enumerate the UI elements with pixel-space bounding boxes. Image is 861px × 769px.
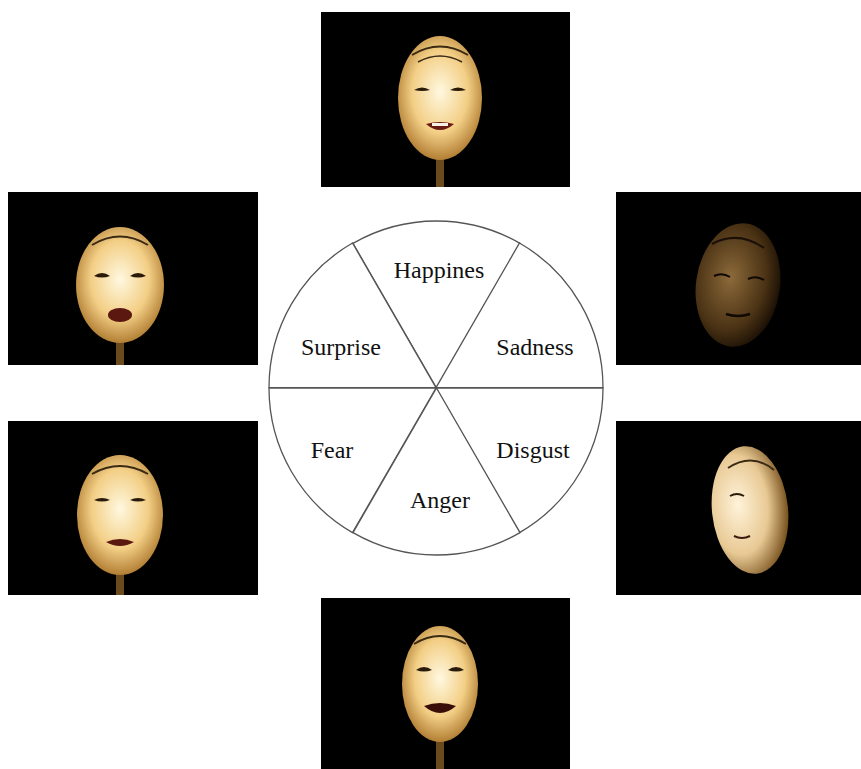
mask-photo <box>321 598 570 769</box>
sector-shape <box>269 243 436 388</box>
emotion-label: Disgust <box>496 438 569 462</box>
emotion-sector: Surprise <box>269 243 436 388</box>
mask-photo <box>8 421 258 595</box>
mask-photo <box>616 192 861 365</box>
emotion-sector: Sadness <box>436 243 603 388</box>
sector-shape <box>436 243 603 388</box>
emotion-label: Fear <box>311 438 354 462</box>
mask-photo <box>8 192 258 365</box>
emotion-label: Happines <box>394 258 485 282</box>
emotion-label: Surprise <box>301 335 381 359</box>
mask-photo <box>321 12 570 187</box>
sector-outline <box>436 243 603 388</box>
emotion-label: Sadness <box>496 335 573 359</box>
emotion-label: Anger <box>410 488 470 512</box>
mask-photo <box>616 421 861 595</box>
sector-shape <box>353 388 520 555</box>
sector-outline <box>353 388 520 555</box>
sector-outline <box>269 243 436 388</box>
emotion-sector: Anger <box>353 388 520 555</box>
